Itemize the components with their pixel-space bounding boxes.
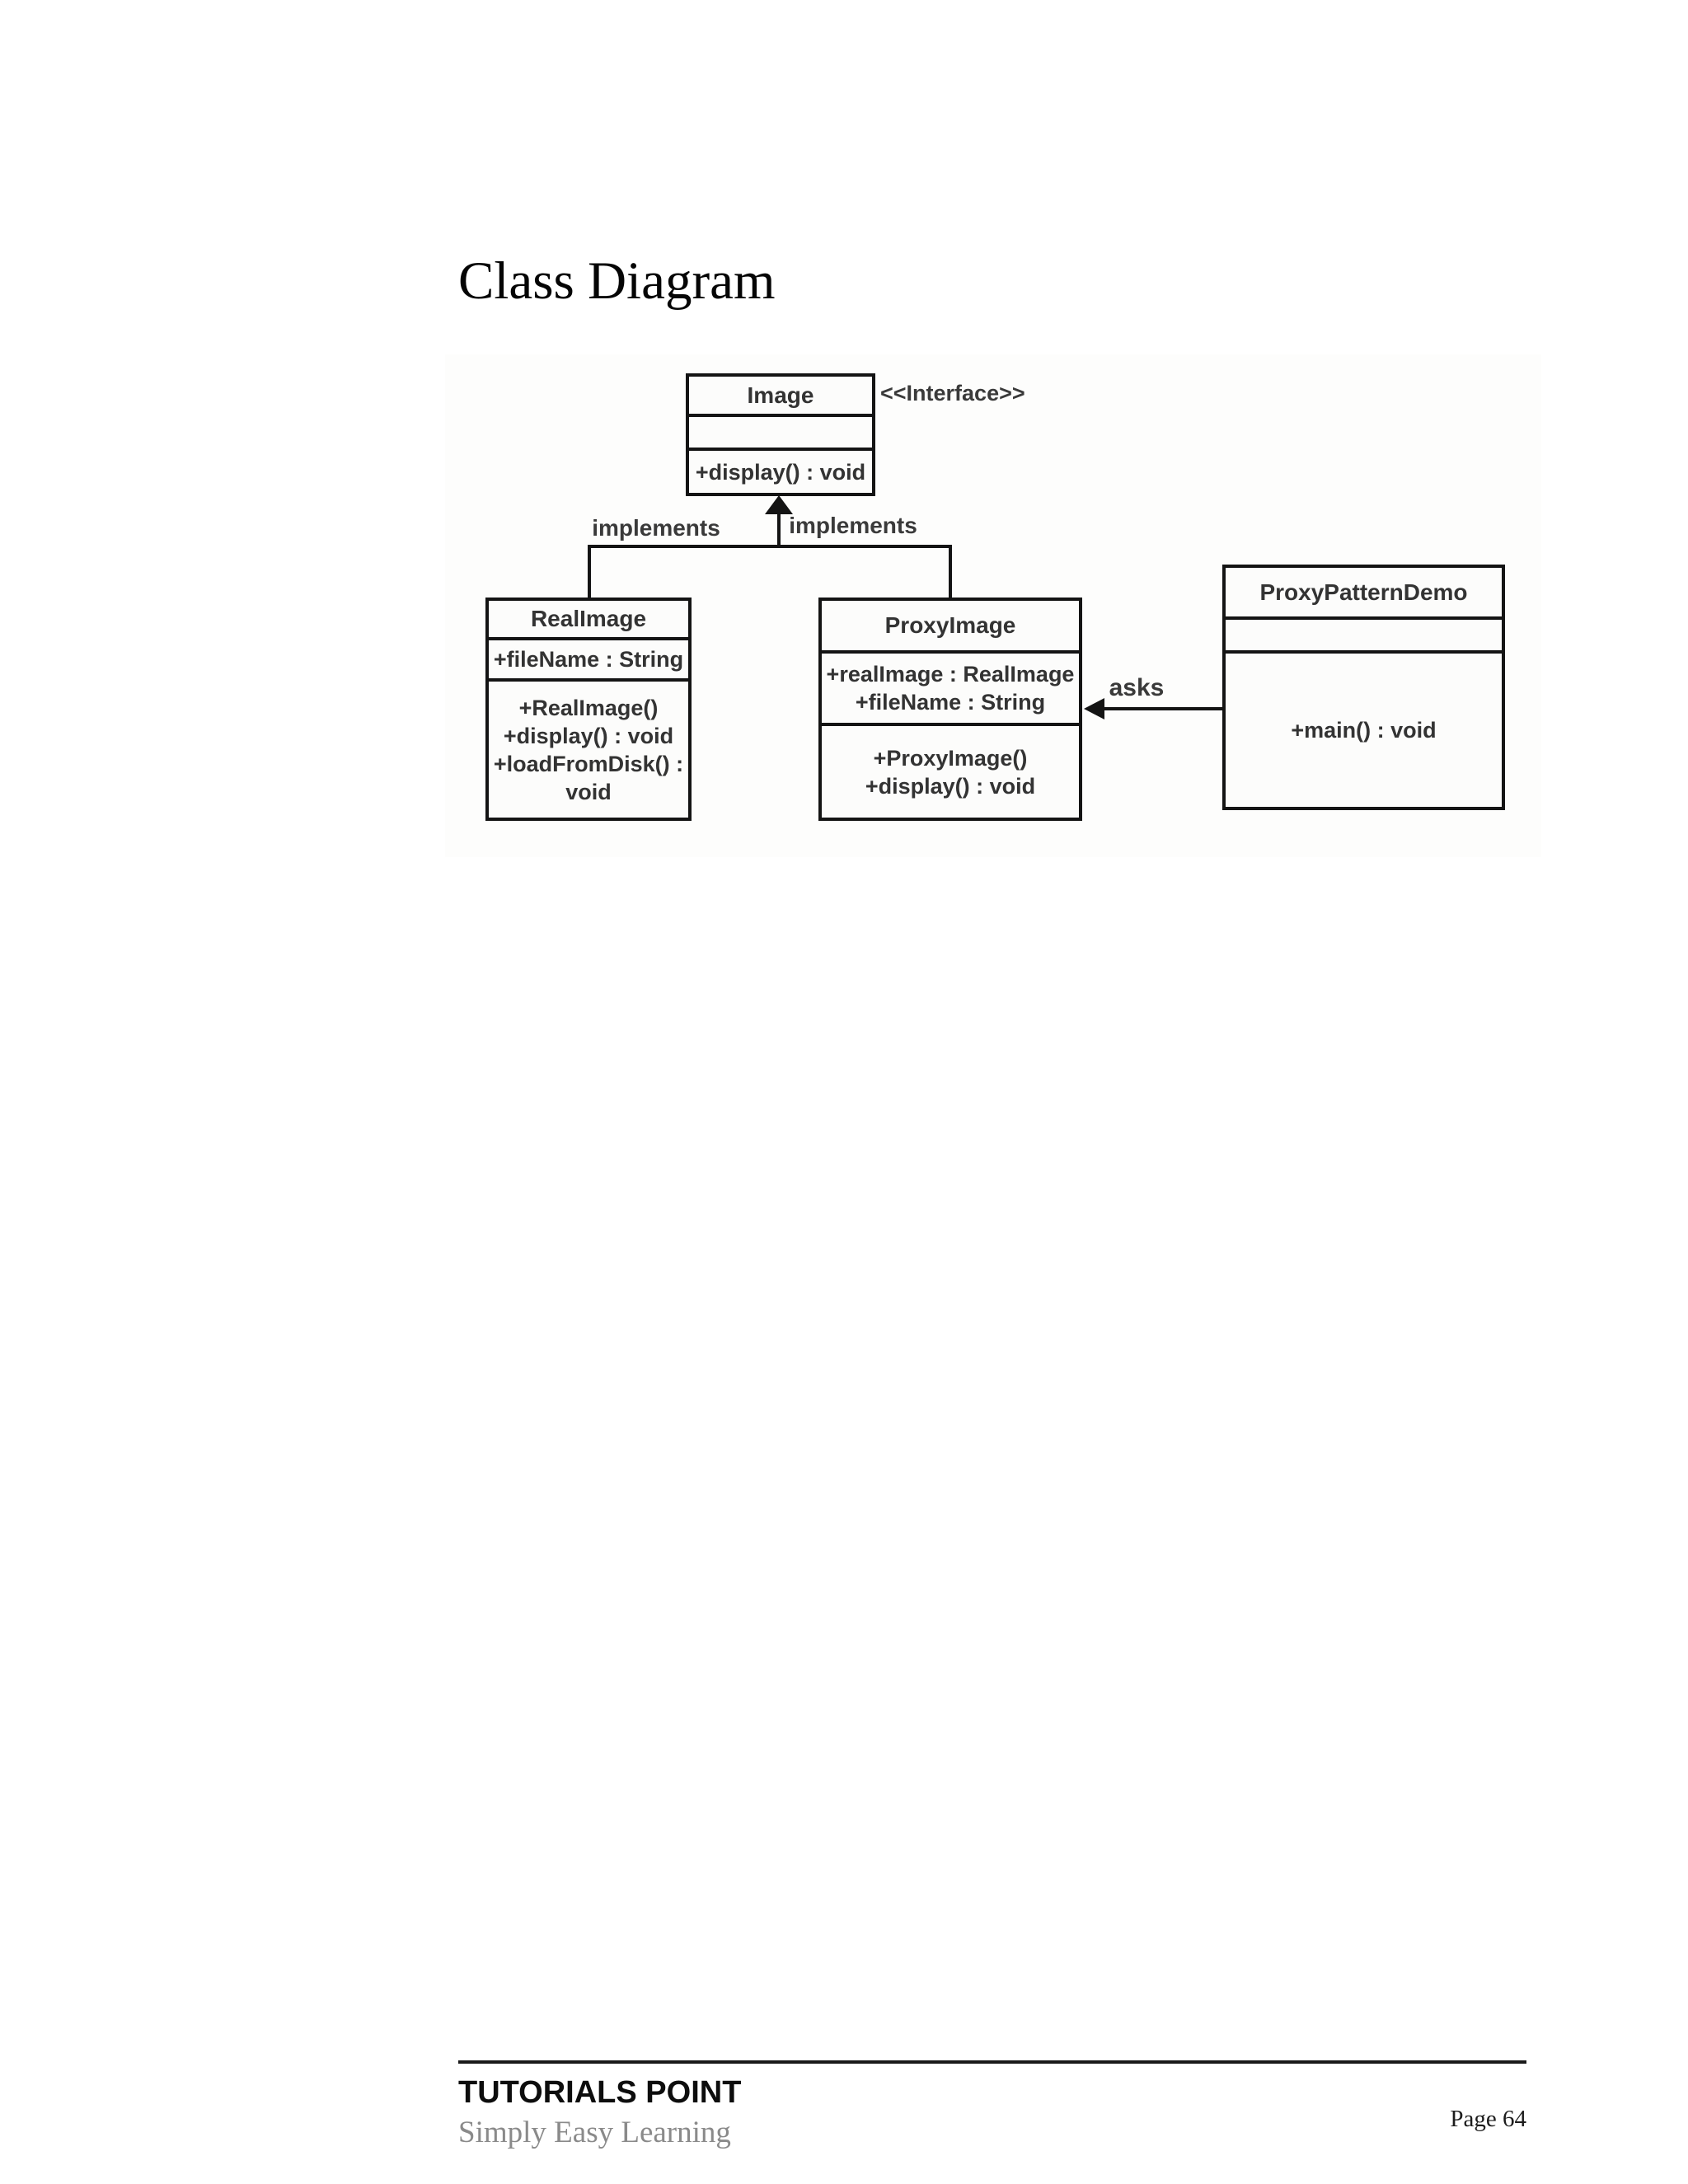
- class-box-proxyimage: ProxyImage +realImage : RealImage +fileN…: [818, 598, 1082, 821]
- class-name-proxyimage: ProxyImage: [884, 612, 1016, 638]
- connector-implements-right-drop: [949, 545, 952, 601]
- method-item: void: [565, 779, 612, 804]
- generalization-arrowhead-icon: [765, 495, 793, 514]
- label-implements-left: implements: [592, 515, 720, 541]
- class-attributes-realimage: +fileName : String: [489, 637, 688, 678]
- class-name-proxypatterndemo: ProxyPatternDemo: [1259, 579, 1468, 605]
- class-box-proxypatterndemo: ProxyPatternDemo +main() : void: [1222, 565, 1505, 810]
- method-item: +display() : void: [865, 773, 1036, 799]
- class-box-realimage: RealImage +fileName : String +RealImage(…: [485, 598, 692, 821]
- method-item: +loadFromDisk() :: [493, 751, 684, 776]
- method-item: +display() : void: [503, 723, 674, 748]
- attribute-item: +realImage : RealImage: [826, 662, 1075, 687]
- method-item: +RealImage(): [518, 695, 659, 720]
- method-item: +main() : void: [1291, 718, 1437, 743]
- asks-arrowhead-icon: [1084, 698, 1104, 719]
- class-name-realimage: RealImage: [530, 606, 647, 631]
- class-methods-proxyimage: +ProxyImage() +display() : void: [822, 723, 1079, 818]
- class-box-image: Image +display() : void: [686, 373, 875, 496]
- connector-asks-line: [1103, 707, 1222, 710]
- class-diagram: implements implements asks <<Interface>>…: [445, 354, 1541, 857]
- class-attributes-proxypatterndemo: [1226, 616, 1502, 650]
- class-attributes-image: [689, 414, 872, 448]
- class-attributes-proxyimage: +realImage : RealImage +fileName : Strin…: [822, 650, 1079, 723]
- attribute-item: +fileName : String: [855, 690, 1046, 715]
- page-title: Class Diagram: [458, 251, 776, 311]
- label-interface-stereotype: <<Interface>>: [880, 381, 1025, 405]
- method-item: +display() : void: [695, 459, 866, 485]
- footer-brand: TUTORIALS POINT: [458, 2075, 742, 2110]
- footer-divider: [458, 2060, 1526, 2064]
- class-methods-image: +display() : void: [689, 448, 872, 493]
- footer-page-number: Page 64: [1450, 2106, 1526, 2132]
- connector-implements-left-drop: [588, 545, 591, 598]
- method-item: +ProxyImage(): [873, 745, 1028, 771]
- class-methods-realimage: +RealImage() +display() : void +loadFrom…: [489, 678, 688, 818]
- connector-implements-horizontal: [588, 545, 951, 548]
- attribute-item: +fileName : String: [493, 647, 684, 672]
- label-asks: asks: [1109, 674, 1165, 701]
- footer-tagline: Simply Easy Learning: [458, 2116, 731, 2149]
- connector-implements-shaft: [777, 513, 781, 546]
- label-implements-right: implements: [789, 513, 917, 538]
- class-name-image: Image: [747, 382, 814, 408]
- class-methods-proxypatterndemo: +main() : void: [1226, 650, 1502, 807]
